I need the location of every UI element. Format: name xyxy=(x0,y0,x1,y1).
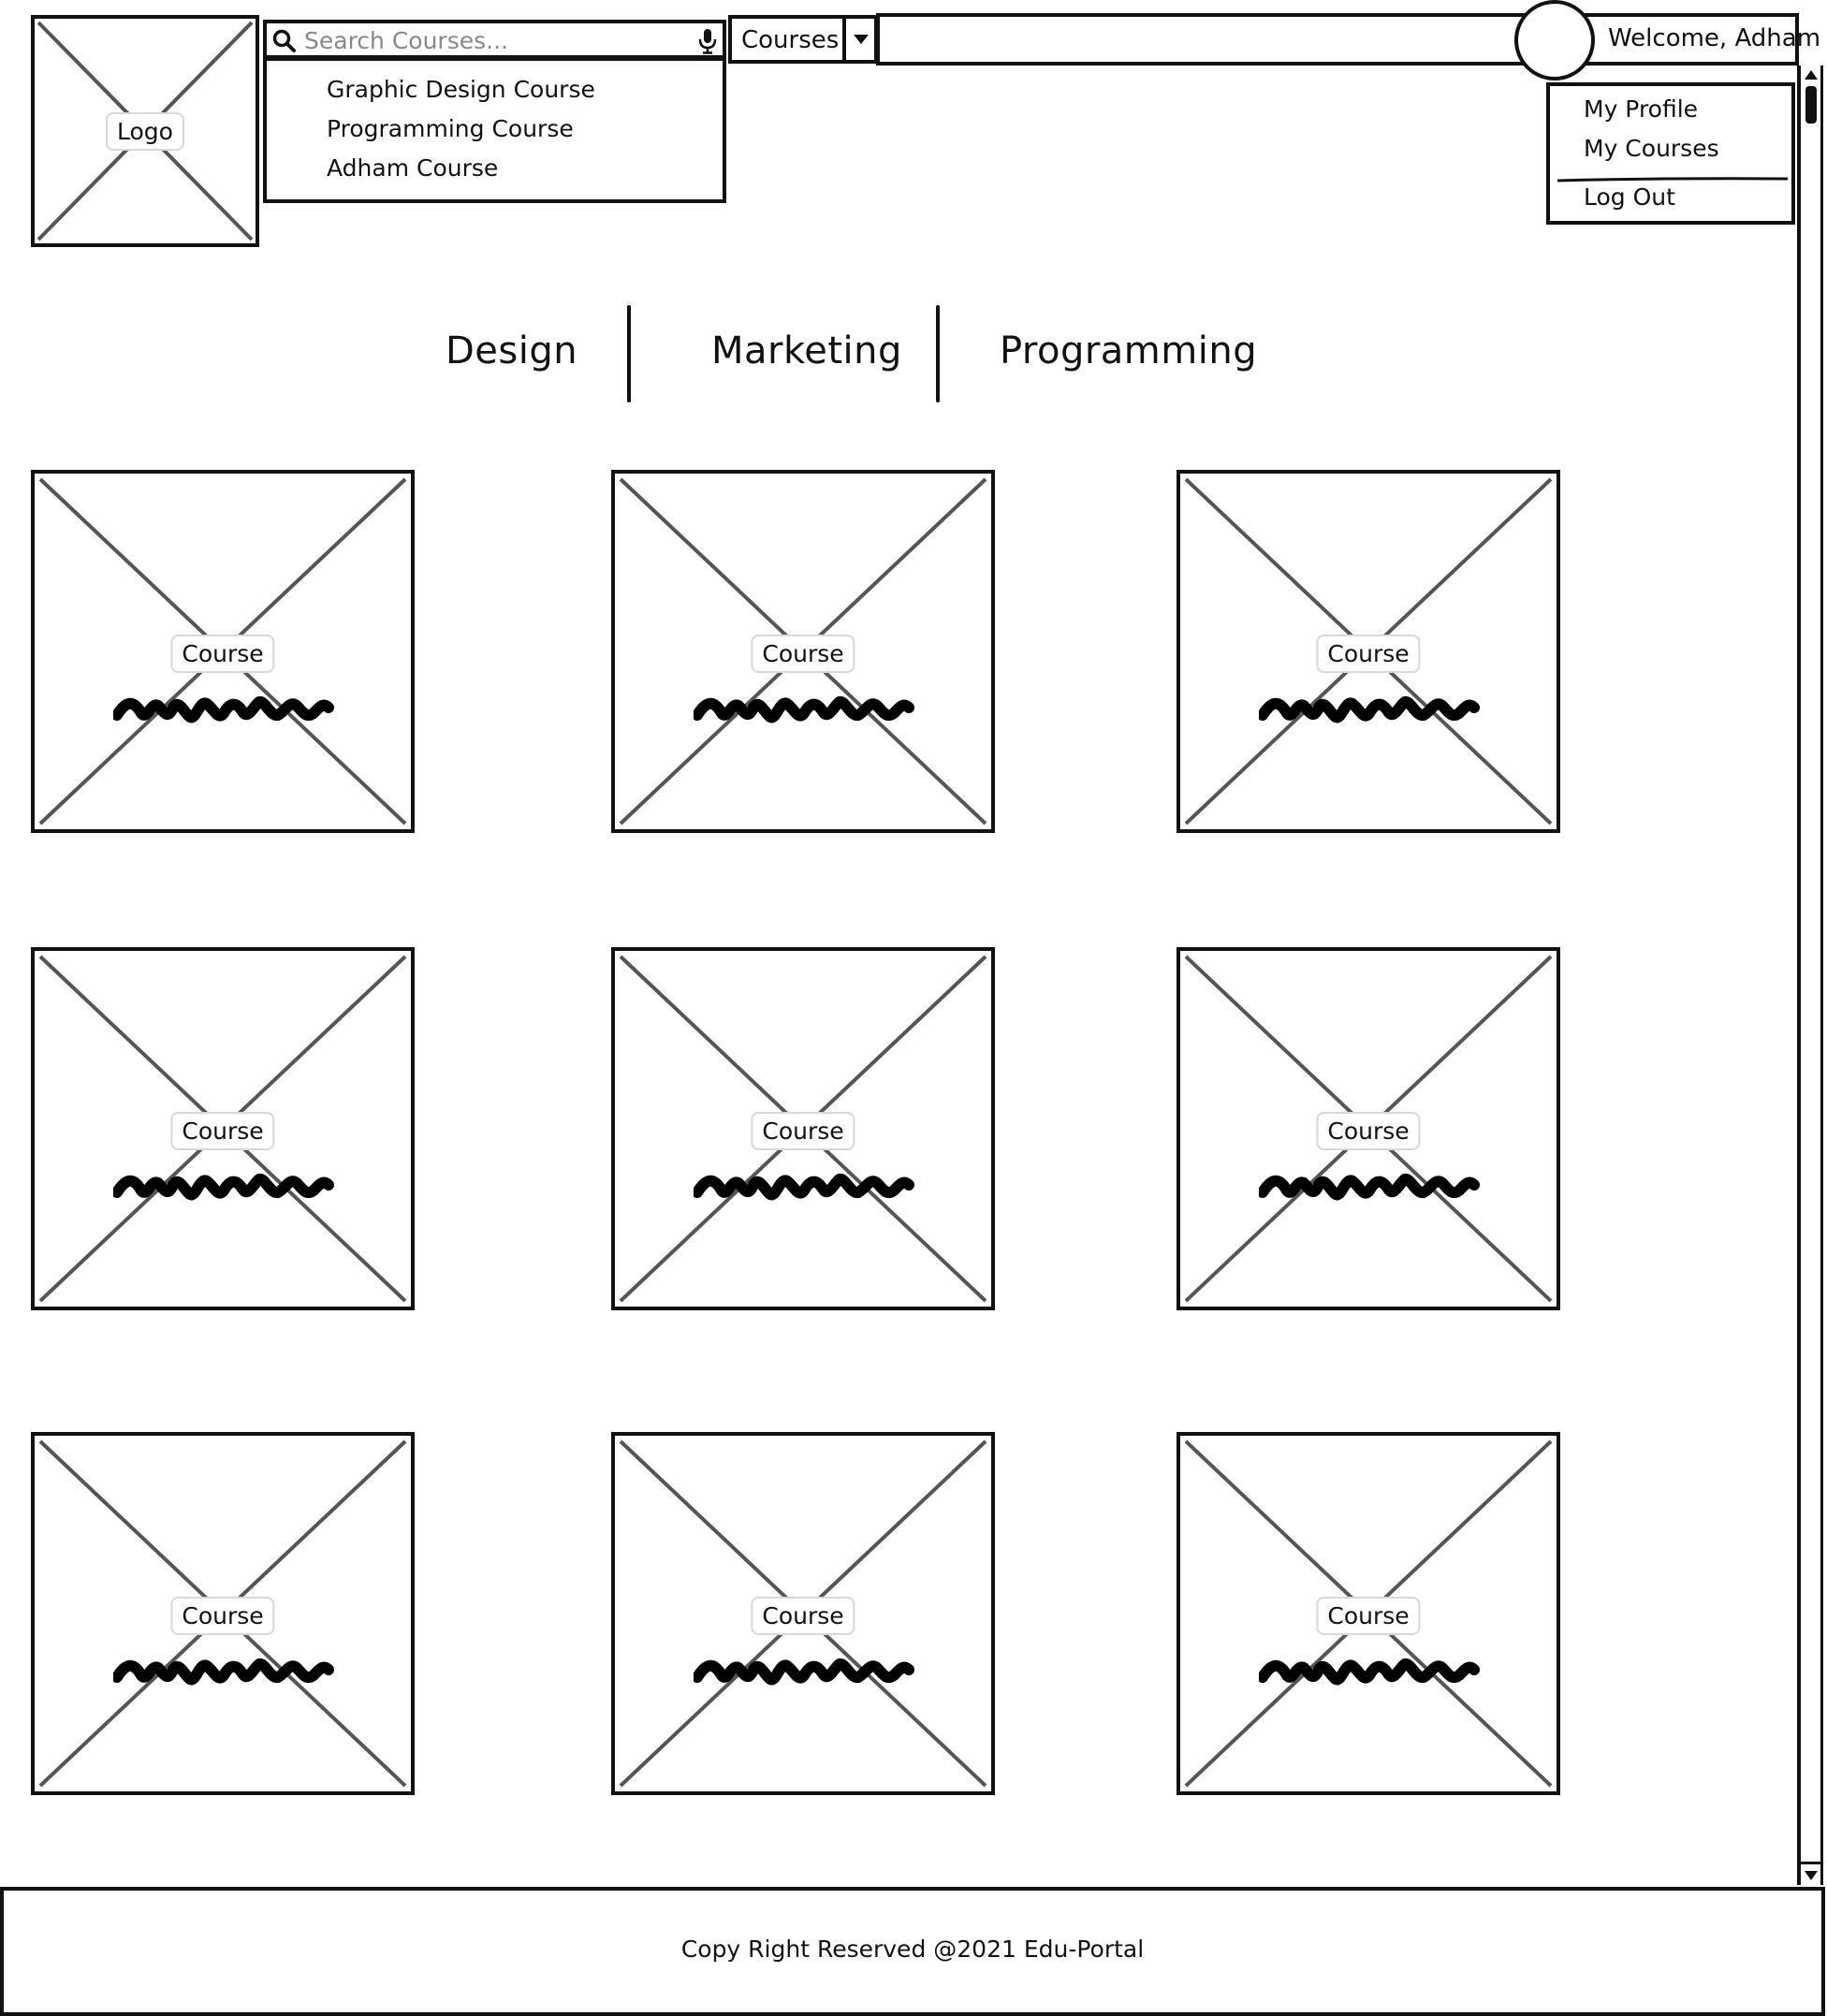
chevron-down-icon xyxy=(854,35,869,44)
search-icon xyxy=(272,29,296,52)
course-card[interactable]: Course xyxy=(1177,470,1560,833)
logo[interactable]: Logo xyxy=(31,15,259,247)
course-description-scribble xyxy=(694,696,914,723)
category-separator xyxy=(627,305,631,402)
user-menu: My Profile My Courses Log Out xyxy=(1546,82,1795,225)
course-description-scribble xyxy=(694,1658,914,1686)
course-card-label: Course xyxy=(1316,635,1421,673)
scroll-thumb[interactable] xyxy=(1805,86,1817,124)
courses-dropdown-label: Courses xyxy=(741,26,840,54)
course-card[interactable]: Course xyxy=(611,1432,995,1795)
course-card[interactable]: Course xyxy=(1177,947,1560,1310)
category-design[interactable]: Design xyxy=(446,329,578,373)
course-card-label: Course xyxy=(170,1112,275,1150)
course-description-scribble xyxy=(1259,1174,1480,1201)
menu-divider xyxy=(1557,177,1789,183)
footer-copyright: Copy Right Reserved @2021 Edu-Portal xyxy=(680,1936,1145,1963)
menu-item-my-profile[interactable]: My Profile xyxy=(1584,95,1699,123)
avatar[interactable] xyxy=(1514,0,1595,80)
search-box[interactable] xyxy=(263,20,726,59)
course-card-label: Course xyxy=(751,635,855,673)
course-description-scribble xyxy=(1259,1658,1480,1686)
scroll-down-arrow-icon[interactable] xyxy=(1804,1870,1819,1881)
category-marketing[interactable]: Marketing xyxy=(711,329,902,373)
course-card[interactable]: Course xyxy=(1177,1432,1560,1795)
course-card-label: Course xyxy=(751,1597,855,1635)
suggestion-graphic-design[interactable]: Graphic Design Course xyxy=(327,76,595,103)
vertical-scrollbar[interactable] xyxy=(1797,66,1823,1885)
scroll-up-arrow-icon[interactable] xyxy=(1804,69,1819,80)
category-separator xyxy=(936,305,940,402)
menu-item-log-out[interactable]: Log Out xyxy=(1584,183,1675,211)
logo-label: Logo xyxy=(106,112,184,151)
courses-dropdown[interactable]: Courses xyxy=(728,15,878,64)
course-description-scribble xyxy=(113,1174,334,1201)
microphone-icon[interactable] xyxy=(697,27,718,55)
course-card-label: Course xyxy=(1316,1112,1421,1150)
search-suggestions: Graphic Design Course Programming Course… xyxy=(263,57,726,203)
suggestion-programming[interactable]: Programming Course xyxy=(327,115,574,142)
course-description-scribble xyxy=(113,696,334,723)
course-card-label: Course xyxy=(170,1597,275,1635)
course-card[interactable]: Course xyxy=(611,470,995,833)
search-input[interactable] xyxy=(304,25,679,55)
suggestion-adham[interactable]: Adham Course xyxy=(327,154,499,182)
footer: Copy Right Reserved @2021 Edu-Portal xyxy=(0,1887,1825,2016)
category-programming[interactable]: Programming xyxy=(1000,329,1258,373)
scroll-track-end xyxy=(1797,1862,1823,1864)
menu-item-my-courses[interactable]: My Courses xyxy=(1584,135,1719,162)
course-description-scribble xyxy=(1259,696,1480,723)
course-description-scribble xyxy=(694,1174,914,1201)
course-card-label: Course xyxy=(751,1112,855,1150)
course-card-label: Course xyxy=(170,635,275,673)
course-card[interactable]: Course xyxy=(31,947,415,1310)
course-card[interactable]: Course xyxy=(31,1432,415,1795)
course-card-label: Course xyxy=(1316,1597,1421,1635)
welcome-text[interactable]: Welcome, Adham xyxy=(1608,24,1821,52)
courses-dropdown-toggle[interactable] xyxy=(842,19,878,60)
course-card[interactable]: Course xyxy=(31,470,415,833)
course-card[interactable]: Course xyxy=(611,947,995,1310)
course-description-scribble xyxy=(113,1658,334,1686)
top-bar xyxy=(876,13,1799,66)
